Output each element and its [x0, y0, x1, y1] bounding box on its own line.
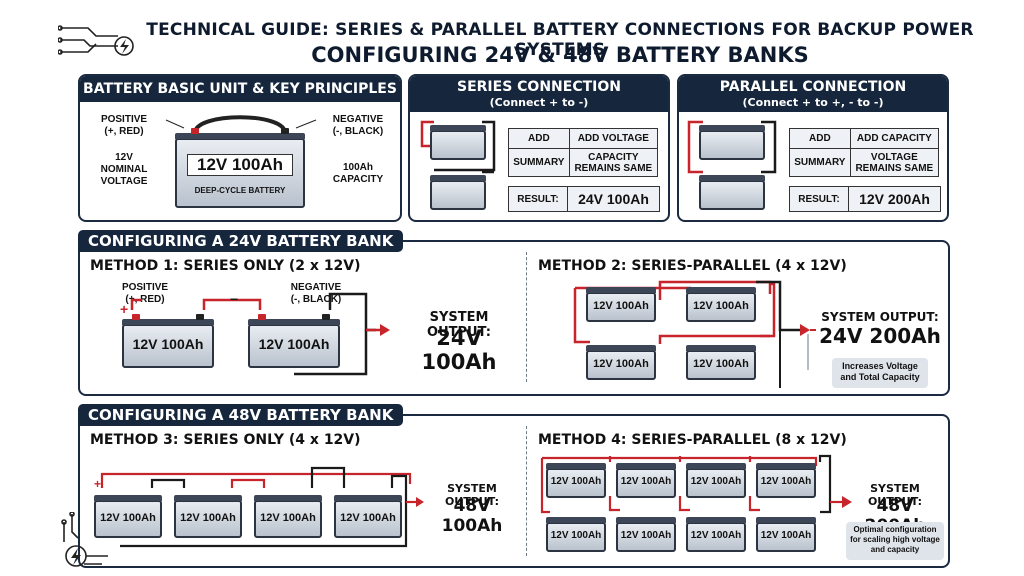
m4-battery-4: 12V 100Ah [756, 463, 816, 498]
basic-battery: 12V 100Ah DEEP-CYCLE BATTERY [175, 128, 305, 208]
m2-battery-1-label: 12V 100Ah [593, 300, 649, 312]
m1-battery-1: 12V 100Ah [122, 314, 214, 368]
m4-battery-2: 12V 100Ah [616, 463, 676, 498]
m3-battery-3: 12V 100Ah [254, 495, 322, 538]
circuit-lightning-icon [58, 25, 134, 56]
series-battery-2 [430, 175, 486, 210]
series-result-value: 24V 100Ah [578, 191, 649, 207]
m1-battery-2: 12V 100Ah [248, 314, 340, 368]
m4-output-label: SYSTEM OUTPUT: [867, 482, 923, 508]
m4-battery-6-label: 12V 100Ah [620, 530, 672, 541]
parallel-row1-key: ADD [789, 128, 851, 149]
m2-battery-3: 12V 100Ah [586, 345, 656, 380]
basic-battery-label: 12V 100Ah [187, 154, 293, 176]
basic-unit-panel: BATTERY BASIC UNIT & KEY PRINCIPLES POSI… [78, 74, 402, 222]
series-row2-val: CAPACITY REMAINS SAME [568, 148, 659, 177]
negative-label: NEGATIVE (-, BLACK) [332, 114, 384, 137]
series-battery-1 [430, 125, 486, 160]
m1-battery-2-label: 12V 100Ah [258, 336, 330, 352]
parallel-sub: (Connect + to +, - to -) [742, 96, 884, 109]
m2-output-value: 24V 200Ah [819, 324, 941, 348]
m4-battery-7: 12V 100Ah [686, 517, 746, 552]
series-title: SERIES CONNECTION [457, 79, 621, 95]
series-result-key: RESULT: [509, 187, 568, 211]
bank-48v-panel: METHOD 3: SERIES ONLY (4 x 12V) METHOD 4… [78, 414, 950, 568]
series-result: RESULT: 24V 100Ah [508, 186, 660, 212]
parallel-heading: PARALLEL CONNECTION (Connect + to +, - t… [679, 76, 947, 112]
parallel-result: RESULT: 12V 200Ah [789, 186, 941, 212]
m3-output-value: 48V 100Ah [441, 496, 503, 536]
m4-battery-7-label: 12V 100Ah [690, 530, 742, 541]
m3-battery-4: 12V 100Ah [334, 495, 402, 538]
parallel-result-value: 12V 200Ah [859, 191, 930, 207]
m4-battery-5: 12V 100Ah [546, 517, 606, 552]
m3-battery-4-label: 12V 100Ah [340, 512, 396, 524]
circuit-lightning-icon [61, 512, 108, 567]
bank-24v-heading: CONFIGURING A 24V BATTERY BANK [78, 230, 404, 252]
m4-battery-1: 12V 100Ah [546, 463, 606, 498]
m2-note: Increases Voltage and Total Capacity [832, 358, 928, 388]
method4-title: METHOD 4: SERIES-PARALLEL (8 x 12V) [538, 432, 847, 448]
m2-battery-3-label: 12V 100Ah [593, 358, 649, 370]
m4-battery-6: 12V 100Ah [616, 517, 676, 552]
m4-battery-3-label: 12V 100Ah [690, 476, 742, 487]
m3-output-label: SYSTEM OUTPUT: [444, 482, 500, 508]
m3-battery-2-label: 12V 100Ah [180, 512, 236, 524]
m4-battery-5-label: 12V 100Ah [550, 530, 602, 541]
page-subtitle: CONFIGURING 24V & 48V BATTERY BANKS [311, 43, 809, 67]
parallel-connection-panel: PARALLEL CONNECTION (Connect + to +, - t… [677, 74, 949, 222]
series-row1-key: ADD [508, 128, 570, 149]
m1-positive-label: POSITIVE (+, RED) [121, 282, 169, 305]
parallel-row2-val: VOLTAGE REMAINS SAME [849, 148, 940, 177]
series-sub: (Connect + to -) [489, 96, 589, 109]
parallel-title: PARALLEL CONNECTION [719, 79, 907, 95]
m4-battery-8-label: 12V 100Ah [760, 530, 812, 541]
m2-battery-1: 12V 100Ah [586, 287, 656, 322]
m2-battery-2-label: 12V 100Ah [693, 300, 749, 312]
m3-battery-2: 12V 100Ah [174, 495, 242, 538]
m3-battery-3-label: 12V 100Ah [260, 512, 316, 524]
method3-title: METHOD 3: SERIES ONLY (4 x 12V) [90, 432, 361, 448]
m4-battery-3: 12V 100Ah [686, 463, 746, 498]
m1-output-label: SYSTEM OUTPUT: [427, 310, 491, 340]
bank-24v-panel: METHOD 1: SERIES ONLY (2 x 12V) METHOD 2… [78, 240, 950, 396]
capacity-label: 100Ah CAPACITY [332, 162, 384, 185]
svg-text:−: − [230, 291, 238, 307]
basic-unit-heading: BATTERY BASIC UNIT & KEY PRINCIPLES [80, 76, 400, 102]
parallel-row1-val: ADD CAPACITY [849, 128, 940, 149]
m4-battery-4-label: 12V 100Ah [760, 476, 812, 487]
m2-battery-2: 12V 100Ah [686, 287, 756, 322]
basic-battery-sub: DEEP-CYCLE BATTERY [194, 186, 286, 195]
series-row2-key: SUMMARY [508, 148, 570, 177]
series-row1-val: ADD VOLTAGE [568, 128, 659, 149]
parallel-battery-2 [699, 175, 765, 210]
parallel-result-key: RESULT: [790, 187, 849, 211]
m2-battery-4-label: 12V 100Ah [693, 358, 749, 370]
method2-title: METHOD 2: SERIES-PARALLEL (4 x 12V) [538, 258, 847, 274]
m4-battery-2-label: 12V 100Ah [620, 476, 672, 487]
m1-output-value: 24V 100Ah [421, 326, 497, 374]
m2-battery-4: 12V 100Ah [686, 345, 756, 380]
m2-output-label: SYSTEM OUTPUT: [821, 310, 939, 324]
method1-title: METHOD 1: SERIES ONLY (2 x 12V) [90, 258, 361, 274]
m4-battery-1-label: 12V 100Ah [550, 476, 602, 487]
page-title: TECHNICAL GUIDE: SERIES & PARALLEL BATTE… [146, 20, 974, 60]
svg-text:+: + [94, 477, 101, 491]
m1-battery-1-label: 12V 100Ah [132, 336, 204, 352]
positive-label: POSITIVE (+, RED) [100, 114, 148, 137]
parallel-battery-1 [699, 125, 765, 160]
series-heading: SERIES CONNECTION (Connect + to -) [410, 76, 668, 112]
m1-negative-label: NEGATIVE (-, BLACK) [290, 282, 342, 305]
m4-battery-8: 12V 100Ah [756, 517, 816, 552]
bank-48v-heading: CONFIGURING A 48V BATTERY BANK [78, 404, 404, 426]
nominal-voltage-label: 12V NOMINAL VOLTAGE [100, 152, 148, 187]
m4-note: Optimal configuration for scaling high v… [846, 522, 944, 560]
parallel-row2-key: SUMMARY [789, 148, 851, 177]
